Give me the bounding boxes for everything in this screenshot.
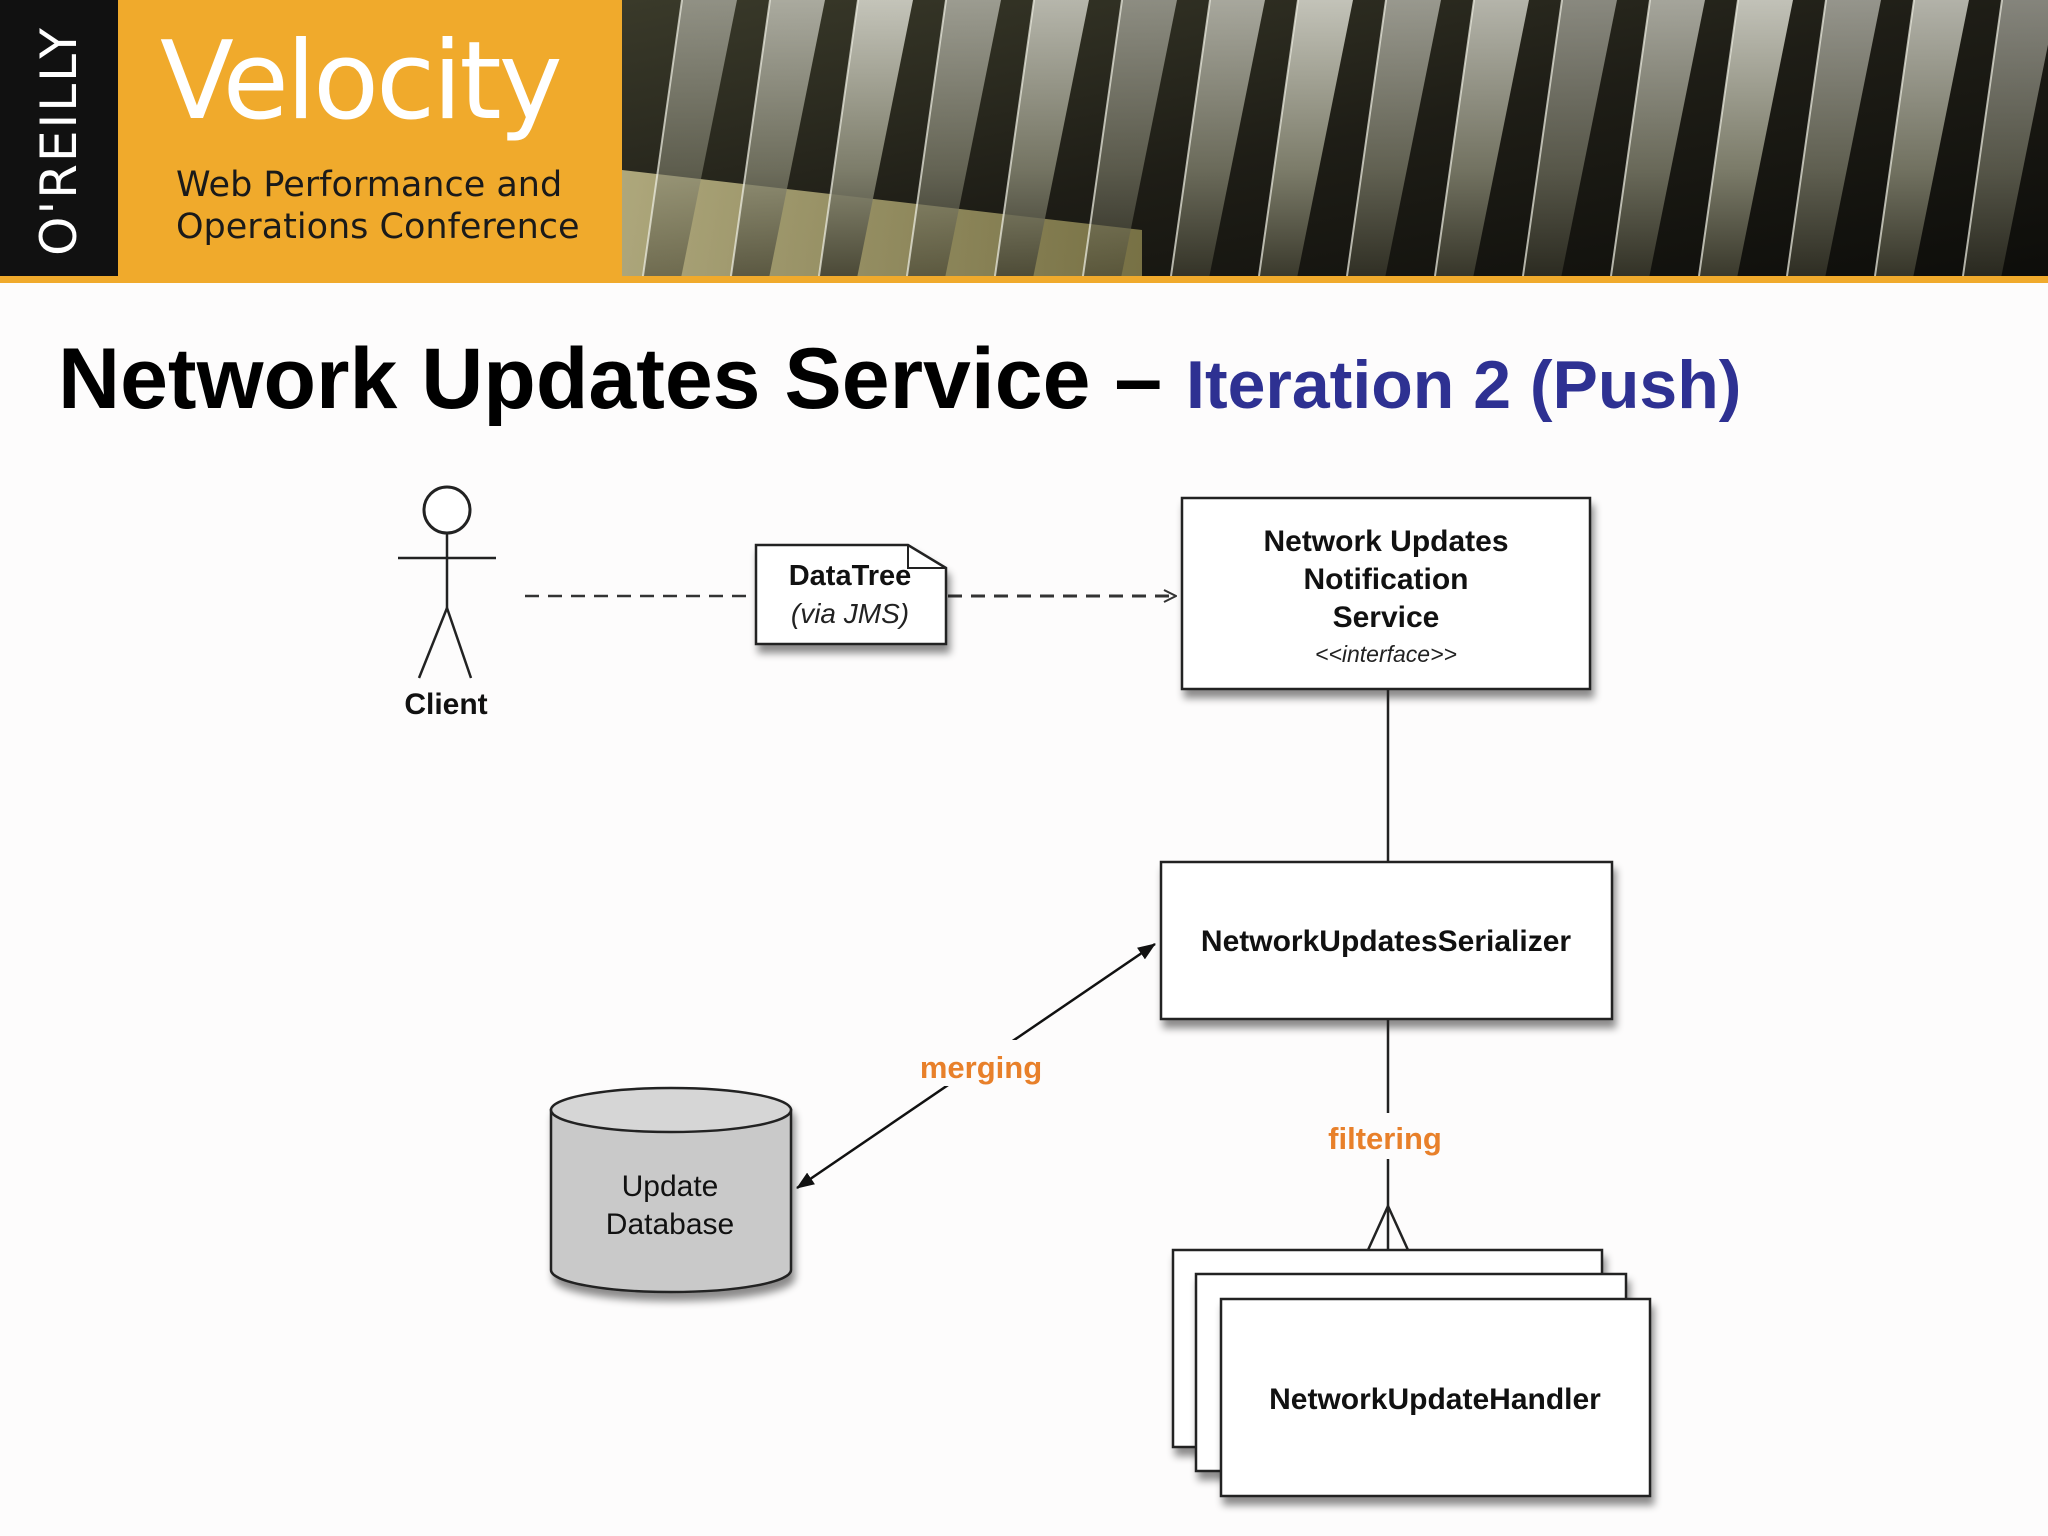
datatree-transport: (via JMS) [791,598,909,629]
filtering-label-bg [1310,1113,1466,1159]
service-label-line-3: Service [1333,601,1440,634]
serializer-label: NetworkUpdatesSerializer [1201,925,1571,958]
service-label-line-1: Network Updates [1263,525,1508,558]
crows-foot-icon [1366,1205,1410,1251]
handler-label: NetworkUpdateHandler [1269,1383,1601,1416]
datatree-label: DataTree [789,560,912,592]
conference-banner: O'REILLY Velocity Web Performance and Op… [0,0,2048,283]
notification-service-box [1180,496,1592,691]
brand-tagline: Web Performance and Operations Conferenc… [176,165,580,247]
slide-title-main: Network Updates Service – [58,331,1187,427]
update-database-cylinder [549,1086,793,1294]
client-label: Client [404,688,487,721]
service-label-line-2: Notification [1304,563,1469,596]
brand-logo: Velocity [160,19,563,144]
handler-box-front [1219,1297,1652,1498]
slide-title: Network Updates Service – Iteration 2 (P… [58,330,1741,429]
slide-title-subtitle: Iteration 2 (Push) [1186,347,1742,423]
datatree-note [754,543,948,646]
merging-label: merging [920,1050,1042,1085]
service-stereotype: <<interface>> [1315,641,1457,667]
banner-divider [0,276,2048,283]
client-actor [398,485,496,679]
database-label-line-2: Database [606,1208,734,1241]
database-label-line-1: Update [622,1170,719,1203]
brand-panel: Velocity Web Performance and Operations … [118,0,622,283]
turbine-photo [622,0,2048,283]
publisher-strip: O'REILLY [0,0,118,283]
merging-label-bg [904,1040,1054,1086]
filtering-label: filtering [1328,1121,1442,1156]
serializer-box [1159,860,1614,1021]
